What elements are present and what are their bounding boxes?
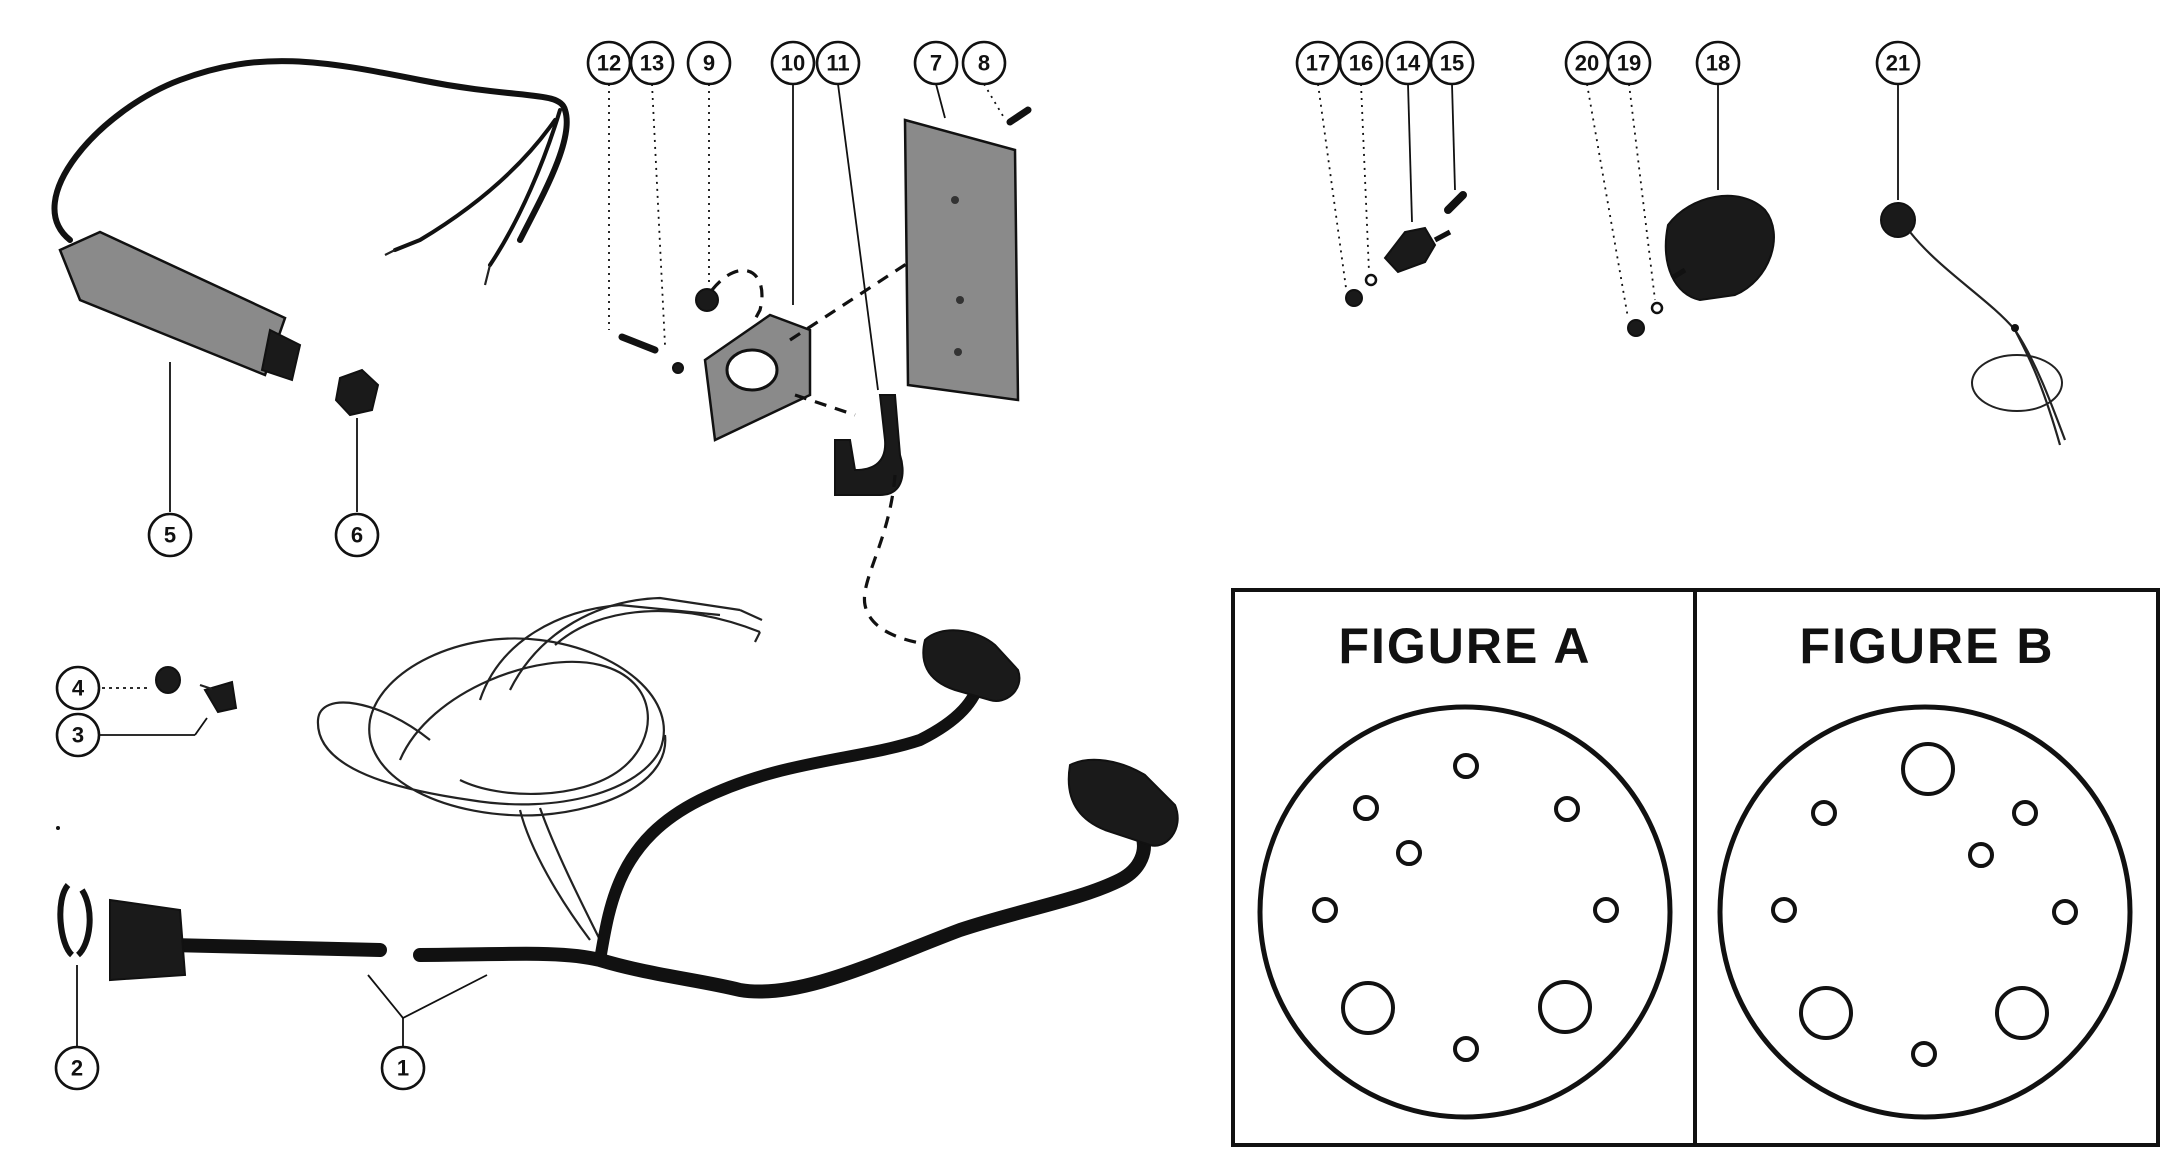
part-21-sender — [1880, 84, 2067, 446]
figure-a-title: FIGURE A — [1338, 618, 1591, 674]
svg-text:18: 18 — [1706, 51, 1730, 76]
pin-hole — [1453, 1036, 1479, 1062]
callout-7: 7 — [913, 40, 959, 86]
figure-b: FIGURE B — [1717, 618, 2133, 1120]
svg-text:2: 2 — [71, 1056, 83, 1081]
callout-2: 2 — [54, 1045, 100, 1091]
part-10-bracket — [703, 84, 812, 442]
callout-8: 8 — [961, 40, 1007, 86]
part-19-washer — [1628, 83, 1664, 315]
large-pin-hole — [1995, 986, 2049, 1040]
callout-16: 16 — [1338, 40, 1384, 86]
part-6-nut — [334, 368, 380, 512]
pin-hole — [1771, 897, 1797, 923]
part-1-harness — [109, 596, 1179, 1050]
callout-14: 14 — [1385, 40, 1431, 86]
part-5-module — [51, 58, 570, 512]
figure-b-title: FIGURE B — [1800, 618, 2055, 674]
part-11-clip — [834, 83, 904, 496]
callouts: 12 13 9 10 11 7 8 17 16 14 15 20 19 18 2… — [54, 40, 1921, 1091]
pin-hole — [2012, 800, 2038, 826]
callout-5: 5 — [147, 512, 193, 558]
part-16-washer — [1360, 83, 1378, 287]
large-pin-hole — [1341, 981, 1395, 1035]
svg-text:16: 16 — [1349, 51, 1373, 76]
callout-3: 3 — [55, 712, 101, 758]
svg-text:7: 7 — [930, 51, 942, 76]
part-7-plate — [903, 83, 1020, 402]
svg-text:20: 20 — [1575, 51, 1599, 76]
svg-text:19: 19 — [1617, 51, 1641, 76]
callout-18: 18 — [1695, 40, 1741, 86]
part-17-nut — [1317, 83, 1363, 307]
pin-hole — [1593, 897, 1619, 923]
part-9-nut — [695, 84, 764, 326]
svg-text:11: 11 — [826, 51, 849, 76]
pin-hole — [1554, 796, 1580, 822]
pin-hole — [1911, 1041, 1937, 1067]
svg-text:15: 15 — [1440, 51, 1464, 76]
part-8-screw — [983, 83, 1032, 126]
pin-hole — [1968, 842, 1994, 868]
callout-10: 10 — [770, 40, 816, 86]
callout-1: 1 — [380, 1045, 426, 1091]
svg-text:12: 12 — [597, 51, 621, 76]
large-pin-hole — [1799, 986, 1853, 1040]
figure-a: FIGURE A — [1257, 618, 1673, 1120]
pin-hole — [1312, 897, 1338, 923]
large-pin-hole — [1901, 742, 1955, 796]
svg-text:5: 5 — [164, 523, 176, 548]
svg-text:21: 21 — [1886, 51, 1910, 76]
svg-text:3: 3 — [72, 723, 84, 748]
svg-text:6: 6 — [351, 523, 363, 548]
pin-hole — [2052, 899, 2078, 925]
pin-hole — [1396, 840, 1422, 866]
figure-panels — [1231, 588, 2160, 1147]
part-2-ring — [56, 826, 93, 1050]
pin-hole — [1453, 753, 1479, 779]
callout-17: 17 — [1295, 40, 1341, 86]
callout-19: 19 — [1606, 40, 1652, 86]
svg-text:13: 13 — [640, 51, 664, 76]
callout-21: 21 — [1875, 40, 1921, 86]
large-pin-hole — [1538, 980, 1592, 1034]
svg-text:17: 17 — [1306, 51, 1330, 76]
part-13-washer — [651, 83, 684, 374]
part-15-pin — [1444, 83, 1467, 214]
part-20-nut — [1586, 83, 1645, 337]
pin-hole — [1811, 800, 1837, 826]
callout-20: 20 — [1564, 40, 1610, 86]
part-4-cap — [95, 666, 181, 694]
callout-11: 11 — [815, 40, 861, 86]
svg-text:9: 9 — [703, 51, 715, 76]
pin-hole — [1353, 795, 1379, 821]
svg-text:14: 14 — [1396, 51, 1421, 76]
callout-6: 6 — [334, 512, 380, 558]
callout-12: 12 — [586, 40, 632, 86]
svg-text:1: 1 — [397, 1056, 409, 1081]
callout-13: 13 — [629, 40, 675, 86]
svg-text:10: 10 — [781, 51, 805, 76]
part-12-screw — [608, 84, 659, 354]
part-14-switch — [1383, 83, 1452, 274]
part-18-cap — [1664, 84, 1775, 302]
svg-text:4: 4 — [72, 676, 85, 701]
callout-15: 15 — [1429, 40, 1475, 86]
callout-9: 9 — [686, 40, 732, 86]
svg-text:8: 8 — [978, 51, 990, 76]
part-3-terminal — [95, 680, 238, 736]
callout-4: 4 — [55, 665, 101, 711]
